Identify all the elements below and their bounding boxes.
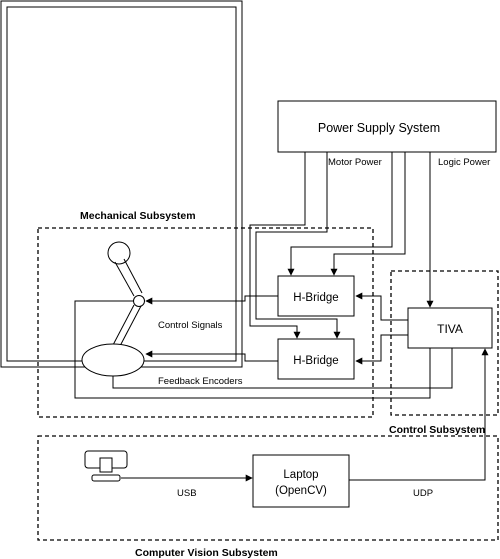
motor-power-label: Motor Power [328,157,382,168]
usb-label: USB [177,488,197,499]
lower-arm-link [112,304,142,347]
computer-vision-subsystem-boundary [37,435,499,541]
upper-arm-link [114,258,143,297]
elbow-joint [133,295,145,307]
udp-wire [349,348,489,481]
feedback-encoders-label: Feedback Encoders [158,376,243,387]
arm-end-effector [107,241,131,265]
motor-power-wires [249,152,406,339]
power-supply-box [277,100,497,153]
computer-vision-subsystem-label: Computer Vision Subsystem [135,547,278,559]
laptop-box [252,454,350,508]
laptop-label-line1: Laptop [283,469,318,481]
tiva-label: TIVA [437,322,463,336]
robot-arm [81,241,145,377]
tiva-to-hbridge-wires [355,292,408,365]
hbridge-top-label: H-Bridge [293,292,338,304]
power-supply-label: Power Supply System [318,121,440,135]
udp-label: UDP [413,488,433,499]
hbridge-bottom-box [277,338,355,380]
base-motor [81,343,145,377]
camera-icon [84,450,128,482]
mechanical-subsystem-label: Mechanical Subsystem [80,210,196,222]
control-subsystem-label: Control Subsystem [389,424,485,436]
enclosure-frame [0,0,243,368]
mechanical-subsystem-boundary [37,227,374,418]
laptop-label-line2: (OpenCV) [275,485,327,497]
control-subsystem-boundary [390,270,499,416]
control-signals-label: Control Signals [158,320,223,331]
hbridge-bottom-label: H-Bridge [293,355,338,367]
control-signal-wires [145,295,278,362]
tiva-box [407,307,493,349]
hbridge-top-box [277,275,355,317]
feedback-wires [74,300,456,399]
logic-power-label: Logic Power [438,157,490,168]
